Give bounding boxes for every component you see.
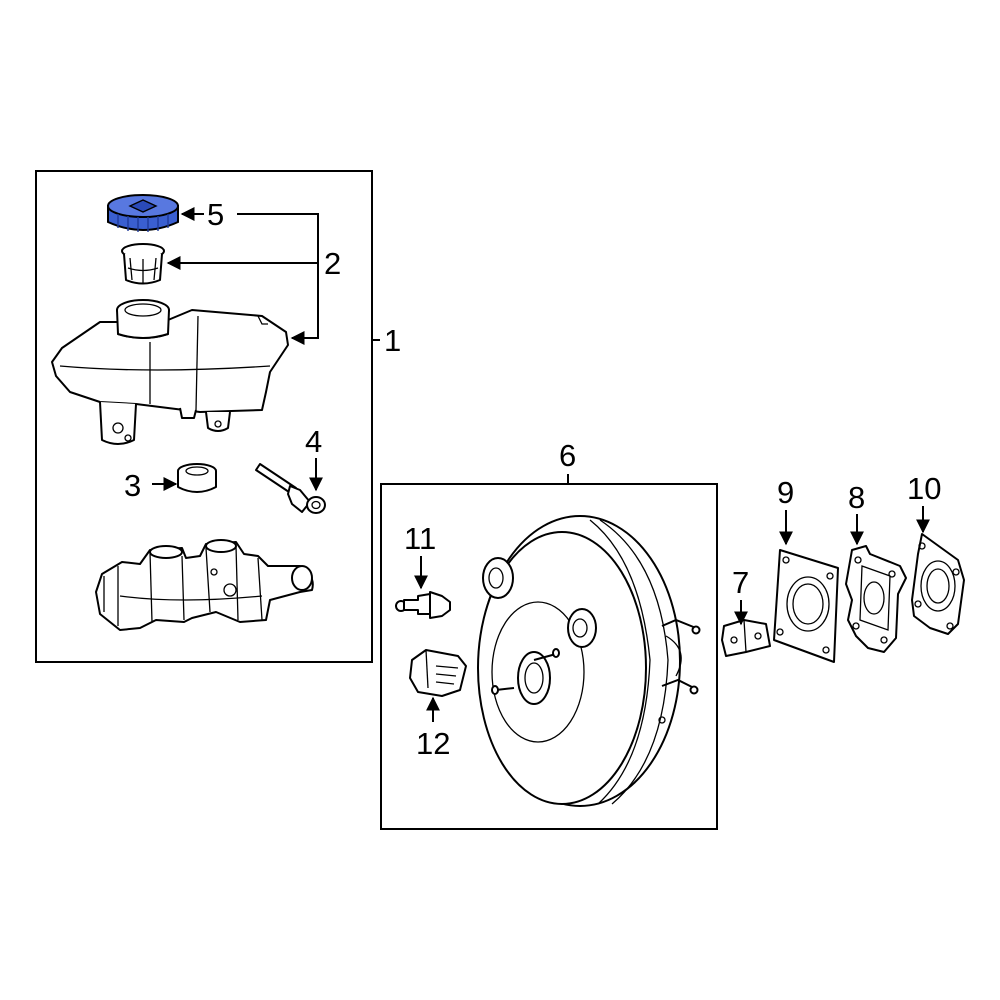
callout-5[interactable]: 5 <box>207 197 224 232</box>
callout-12[interactable]: 12 <box>416 726 450 761</box>
callout-1[interactable]: 1 <box>384 323 401 358</box>
pushrod-clevis[interactable] <box>721 619 771 657</box>
booster-gasket-10[interactable] <box>911 533 965 635</box>
master-cylinder-group-box <box>35 170 373 663</box>
callout-6[interactable]: 6 <box>559 438 576 473</box>
brake-booster[interactable] <box>477 515 701 807</box>
callout-11[interactable]: 11 <box>404 521 436 556</box>
valve-grommet[interactable] <box>409 649 467 697</box>
reservoir-grommet[interactable] <box>177 463 217 493</box>
callout-8[interactable]: 8 <box>848 480 865 515</box>
reservoir-pin[interactable] <box>255 463 326 514</box>
callout-9[interactable]: 9 <box>777 475 794 510</box>
brake-fluid-reservoir[interactable] <box>51 299 289 445</box>
check-valve[interactable] <box>395 591 451 619</box>
booster-spacer[interactable] <box>845 545 907 653</box>
reservoir-cap[interactable] <box>107 194 179 232</box>
callout-7[interactable]: 7 <box>732 565 749 600</box>
booster-gasket-9[interactable] <box>773 549 839 663</box>
callout-2[interactable]: 2 <box>324 246 341 281</box>
callout-5-bracket <box>237 213 319 345</box>
callout-10[interactable]: 10 <box>907 471 941 506</box>
callout-3[interactable]: 3 <box>124 468 141 503</box>
master-cylinder-body[interactable] <box>95 539 314 631</box>
brake-booster-group-box <box>380 483 718 830</box>
callout-4[interactable]: 4 <box>305 424 322 459</box>
reservoir-strainer[interactable] <box>121 243 165 285</box>
